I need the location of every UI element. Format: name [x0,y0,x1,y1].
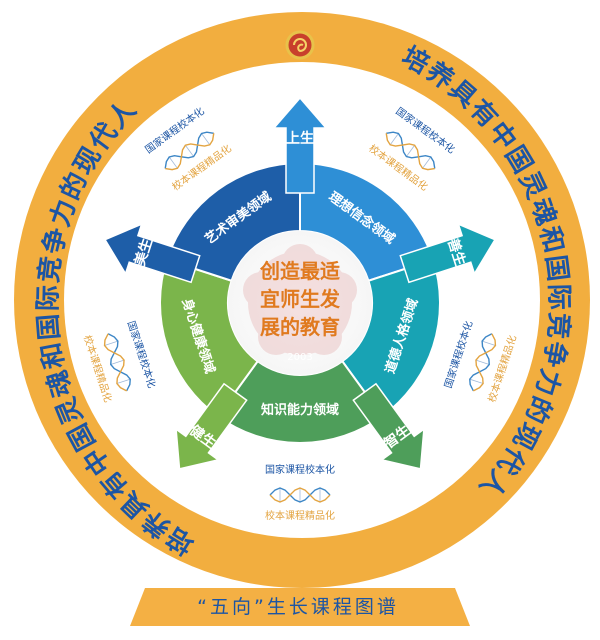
growth-arrow [272,96,328,194]
center-line-3: 展的教育 [260,315,340,339]
growth-arrow [352,382,425,470]
center-line-1: 创造最适 [259,259,340,283]
school-logo-icon [285,30,315,60]
domain-label: 知识能力领域 [261,402,339,418]
growth-arrow [399,222,497,284]
growth-arrow [103,222,201,284]
dna-icon [269,487,331,503]
dna-icon [164,131,215,171]
school-course-label: 校本课程精品化 [265,509,335,522]
center-year: 2003 [287,352,312,363]
caption-title: “五向”生长课程图谱 [197,596,399,618]
caption-banner [130,588,470,626]
dna-icon [103,333,131,392]
center-disc [228,231,372,375]
arrow-label: 向上生长 [272,130,329,147]
national-course-label: 国家课程校本化 [265,463,335,476]
dna-icon [385,131,436,171]
growth-arrow [175,382,248,470]
center-line-2: 宜师生发 [260,287,341,311]
center-flower-watermark-icon [243,244,357,355]
dna-icon [469,333,497,392]
